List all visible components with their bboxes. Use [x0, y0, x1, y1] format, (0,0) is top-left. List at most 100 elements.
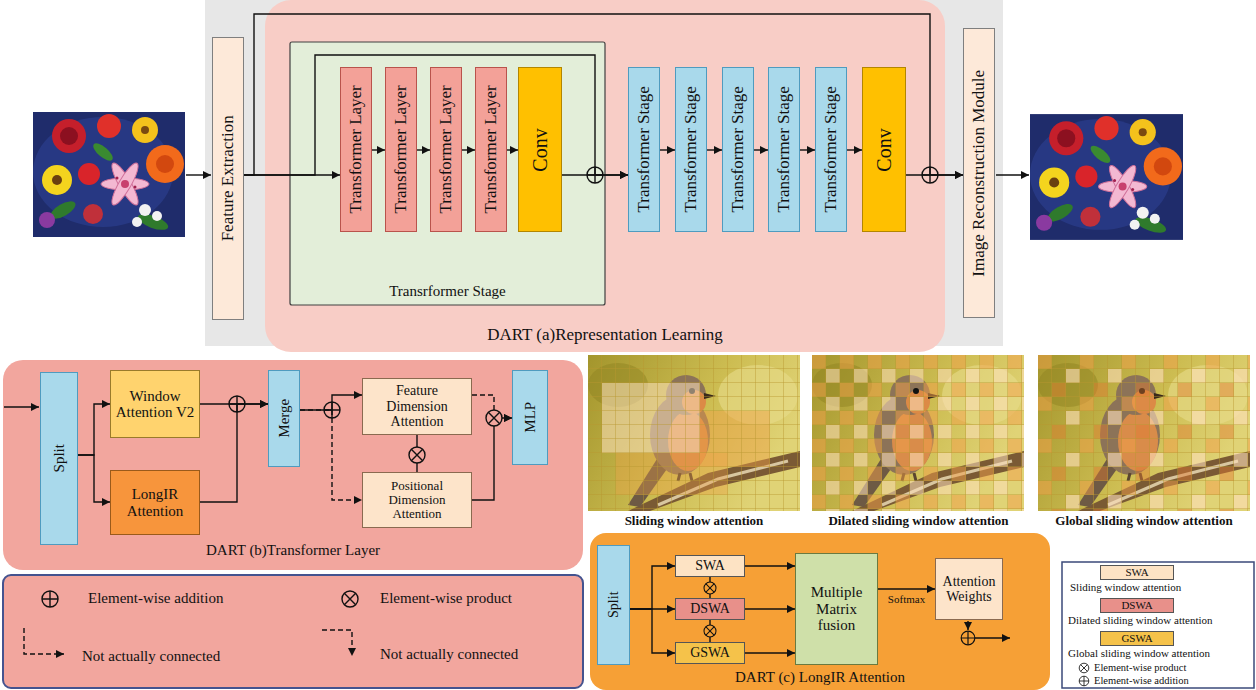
stage-block: Transformer Stage — [628, 67, 660, 232]
stage-block: MLP — [512, 370, 548, 465]
node-text: Conv — [873, 128, 895, 171]
node-text: Transformer Layer — [392, 85, 411, 213]
panel-ground — [265, 0, 945, 352]
label-slot: SWA — [1100, 565, 1174, 580]
panel-region: DART (b)Transformer Layer Split Window Att… — [3, 360, 583, 570]
operator-symbol — [961, 631, 975, 645]
legend-slot: Not actually connected — [380, 646, 570, 663]
swatch-label: DSWA — [1121, 599, 1152, 611]
node-text: Feature Dimension Attention — [367, 383, 467, 429]
sliding-window-image — [588, 355, 800, 511]
node-text: Image Reconstruction Module — [970, 70, 989, 277]
process-box: Multiple Matrix fusion — [795, 553, 878, 665]
panel-title: DART (a)Representation Learning — [265, 326, 945, 345]
connector-arrow — [472, 418, 512, 500]
node-text: MLP — [522, 402, 539, 433]
connector-arrow — [462, 149, 475, 150]
process-box: DSWA — [675, 598, 745, 620]
legend-symbol — [1079, 663, 1089, 673]
node-text: Conv — [529, 128, 551, 171]
label-slot: Dilated sliding window attention — [812, 513, 1025, 529]
legend-slot: Element-wise addition — [1094, 675, 1244, 687]
connector-arrow — [200, 404, 268, 502]
connector-arrow — [417, 149, 430, 150]
operator-symbol — [486, 410, 502, 426]
node-text: Transformer Stage — [822, 86, 841, 212]
connector-arrow — [847, 149, 862, 150]
stage-block: Transformer Stage — [722, 67, 754, 232]
connector-arrow — [707, 149, 722, 150]
connector-arrow — [745, 608, 795, 609]
panel-ground — [3, 0, 1050, 690]
panel-title: Transrformer Stage — [290, 283, 605, 300]
process-box: Window Attention V2 — [110, 370, 200, 438]
node-text: Window Attention V2 — [115, 388, 195, 421]
label-slot: DART (a)Representation Learning — [265, 326, 945, 345]
stage-block: Feature Extraction — [212, 37, 244, 320]
legend-symbol — [24, 591, 1089, 686]
legend-symbol — [24, 628, 64, 654]
flow-arrow — [967, 621, 968, 630]
connector-arrow — [660, 149, 675, 150]
image-caption: Dilated sliding window attention — [828, 514, 1008, 528]
panel-region: DART (c) LongIR AttentionSplitSWADSWAGSW… — [590, 533, 1050, 690]
output-image — [1030, 114, 1183, 240]
process-box: Feature Dimension Attention — [362, 378, 472, 435]
global-window-image — [1038, 355, 1250, 511]
node-text: Transformer Stage — [682, 86, 701, 212]
dilated-window-image — [812, 355, 1024, 511]
image-caption: Global sliding window attention — [1055, 514, 1232, 528]
stage-block: Transformer Layer — [475, 67, 507, 232]
connector-arrow — [630, 566, 675, 609]
label-slot: GSWA — [1100, 631, 1174, 646]
panel-ground — [290, 42, 605, 305]
dilated-window-image — [812, 355, 1024, 511]
legend-text: Not actually connected — [82, 648, 302, 665]
flow-arrow — [4, 406, 39, 407]
operator-symbol — [324, 402, 340, 418]
connector-arrow — [78, 455, 110, 502]
node-text: Feature Extraction — [219, 115, 238, 241]
legend-text: Element-wise product — [380, 590, 570, 607]
node-text: Merge — [276, 399, 293, 438]
node-text: Split — [51, 444, 68, 472]
connector-arrow — [372, 149, 385, 150]
process-box: GSWA — [675, 642, 745, 664]
legend-slot: Sliding window attention — [1070, 581, 1250, 593]
label-slot: DART (b)Transformer Layer — [3, 542, 583, 559]
stage-block: Transformer Stage — [768, 67, 800, 232]
node-text: Multiple Matrix fusion — [800, 584, 873, 634]
legend-text: Global sliding window attention — [1068, 647, 1250, 659]
stage-block: Split — [40, 372, 78, 545]
node-text: Transformer Layer — [437, 85, 456, 213]
legend-slot: Element-wise product — [380, 590, 570, 607]
node-text: Positional Dimension Attention — [367, 479, 467, 522]
legend-box — [3, 575, 583, 688]
legend-symbol — [322, 630, 352, 656]
dilated-window-image — [812, 355, 1024, 511]
legend-text: Dilated sliding window attention — [1068, 614, 1250, 626]
connector-arrow — [78, 404, 110, 455]
node-text: DSWA — [678, 601, 742, 616]
node-text: Transformer Stage — [775, 86, 794, 212]
connector-arrow — [745, 652, 795, 653]
legend-box — [1062, 562, 1254, 688]
label-slot: Global sliding window attention — [1038, 513, 1250, 529]
legend-text: Element-wise product — [1094, 662, 1244, 674]
legend-text: Element-wise addition — [88, 590, 288, 607]
operator-symbol — [922, 167, 938, 183]
flow-arrow — [996, 174, 1029, 175]
label-slot: Sliding window attention — [588, 513, 800, 529]
stage-block: Transformer Layer — [430, 67, 462, 232]
process-box: Attention Weights — [935, 558, 1003, 620]
operator-symbol — [409, 447, 425, 463]
swatch-label: GSWA — [1121, 632, 1152, 644]
connector-arrow — [745, 565, 795, 566]
global-window-image — [1038, 355, 1250, 511]
panel-ground — [590, 533, 1050, 690]
stage-block: Transformer Layer — [340, 67, 372, 232]
operator-symbol — [704, 582, 716, 594]
stage-block: Transformer Stage — [675, 67, 707, 232]
node-text: SWA — [678, 558, 742, 573]
label-slot: Transrformer Stage — [290, 283, 605, 300]
